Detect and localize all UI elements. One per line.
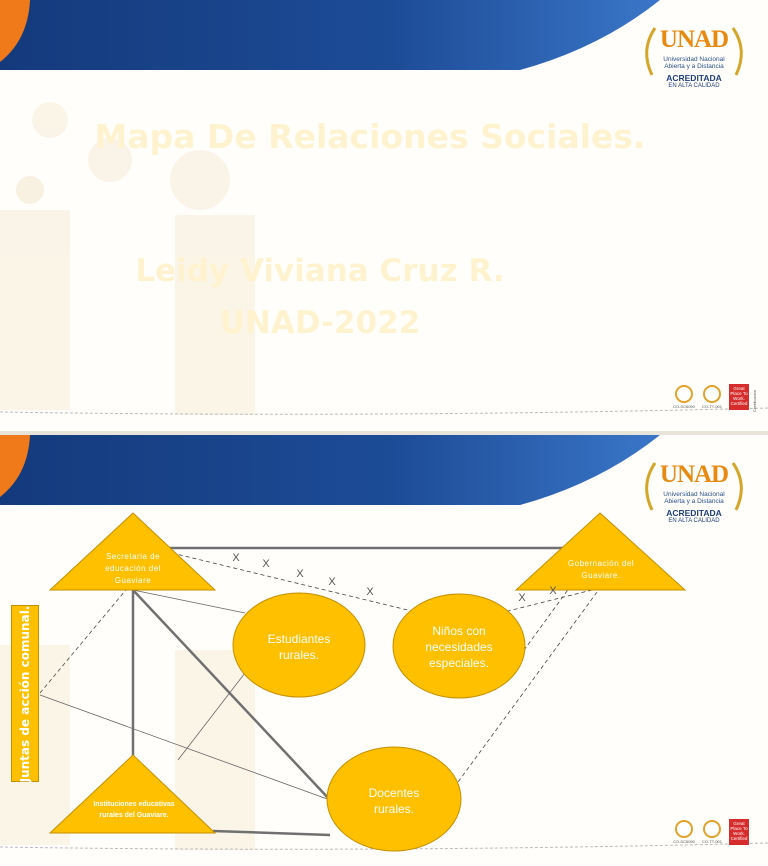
label-juntas: Juntas de acción comunal.	[18, 605, 32, 782]
label-docentes: Docentes rurales.	[368, 786, 420, 816]
slide-separator	[0, 431, 768, 435]
icontec-seal-icon	[675, 385, 693, 403]
dashed-link-docentes-gobernacion	[449, 587, 601, 794]
header-banner	[0, 435, 660, 505]
logo-accreditation: ACREDITADA	[666, 508, 722, 518]
node-docentes	[326, 746, 462, 852]
label-estudiantes: Estudiantes rurales.	[267, 632, 331, 662]
logo-accreditation: ACREDITADA	[666, 73, 722, 83]
link-instituciones-estudiantes	[177, 659, 256, 761]
diagram-slide: X X X X X X X Secretaria de educación de…	[0, 435, 768, 866]
logo-name: UNAD	[659, 461, 729, 488]
node-estudiantes	[232, 592, 366, 698]
watermark	[0, 102, 255, 415]
logo-name: UNAD	[659, 26, 729, 53]
conflict-mark: X	[328, 576, 336, 588]
label-instituciones: Instituciones educativas rurales del Gua…	[93, 801, 175, 819]
laurel-left-icon	[645, 27, 657, 76]
slide-title: Mapa De Relaciones Sociales.	[94, 117, 646, 156]
node-juntas: Juntas de acción comunal.	[11, 605, 39, 782]
node-ninos	[392, 593, 526, 699]
cert1-label: CO-SC6090	[673, 839, 695, 844]
header-banner	[0, 0, 660, 70]
icontec-seal-icon	[675, 820, 693, 838]
orange-accent	[0, 435, 30, 497]
conflict-mark: X	[549, 585, 557, 597]
conflict-mark: X	[366, 586, 374, 598]
gptw-badge: Great Place To Work. Certified	[729, 384, 749, 410]
relationship-lines	[39, 546, 601, 837]
link-juntas-docentes	[39, 694, 331, 801]
logo-accreditation-sub: EN ALTA CALIDAD	[668, 83, 720, 89]
conflict-mark: X	[296, 568, 304, 580]
logo-accreditation-sub: EN ALTA CALIDAD	[668, 518, 720, 524]
iqnet-seal-icon	[703, 820, 721, 838]
conflict-mark: X	[232, 552, 240, 564]
node-gobernacion	[514, 512, 687, 591]
conflict-mark: X	[518, 592, 526, 604]
node-secretaria	[48, 512, 217, 591]
laurel-right-icon	[731, 462, 743, 511]
dashed-link-juntas-secretaria	[39, 584, 131, 694]
cert2-label: CO-TT-001	[701, 839, 722, 844]
cert-vertical-text: Certificación	[752, 389, 757, 412]
strong-link-instituciones-docentes	[212, 829, 331, 837]
gptw-badge: Great Place To Work. Certified	[729, 819, 749, 845]
institution-year: UNAD-2022	[219, 305, 421, 341]
orange-accent	[0, 0, 30, 62]
cert1-label: CO-SC6090	[673, 404, 695, 409]
laurel-right-icon	[731, 27, 743, 76]
label-secretaria: Secretaria de educación del Guaviare	[105, 552, 161, 585]
link-secretaria-estudiantes	[132, 589, 246, 614]
tense-link-ninos-gobernacion	[499, 587, 601, 614]
slide1-background	[0, 0, 768, 415]
node-instituciones	[48, 754, 217, 834]
label-gobernacion: Gobernación del Guaviare.	[567, 559, 635, 580]
footer-dashed-line	[0, 407, 768, 415]
laurel-left-icon	[645, 462, 657, 511]
cert2-label: CO-TT-001	[701, 404, 722, 409]
conflict-mark: X	[262, 558, 270, 570]
strong-link-secretaria-docentes	[132, 589, 331, 801]
iqnet-seal-icon	[703, 385, 721, 403]
tense-link-secretaria-ninos	[171, 552, 421, 614]
label-ninos: Niños con necesidades especiales.	[425, 624, 493, 670]
author-name: Leidy Viviana Cruz R.	[135, 253, 505, 289]
